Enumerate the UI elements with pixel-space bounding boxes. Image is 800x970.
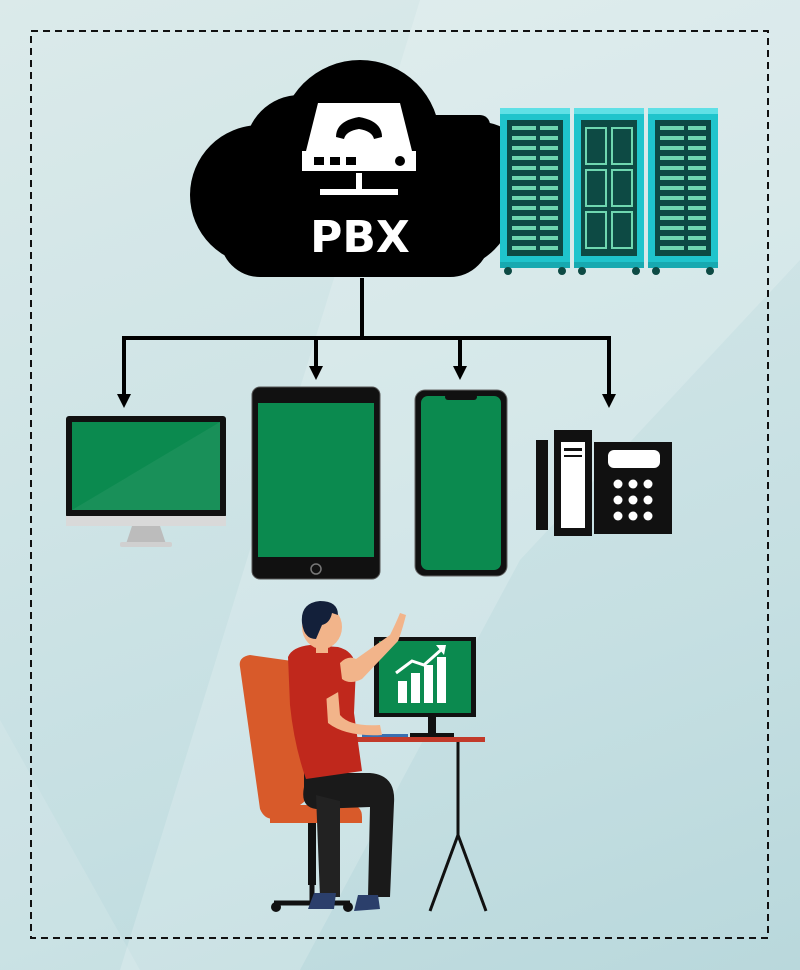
pbx-label: PBX [310, 212, 410, 263]
person-at-desk-icon [239, 601, 488, 912]
tablet-icon [251, 386, 381, 580]
pbx-cloud: PBX [190, 60, 520, 277]
bar-chart-trend-icon [395, 645, 446, 703]
desktop-monitor-icon [66, 416, 226, 547]
pbx-phone-icon [302, 103, 416, 195]
desk-phone-icon [536, 430, 672, 536]
smartphone-icon [414, 389, 508, 577]
